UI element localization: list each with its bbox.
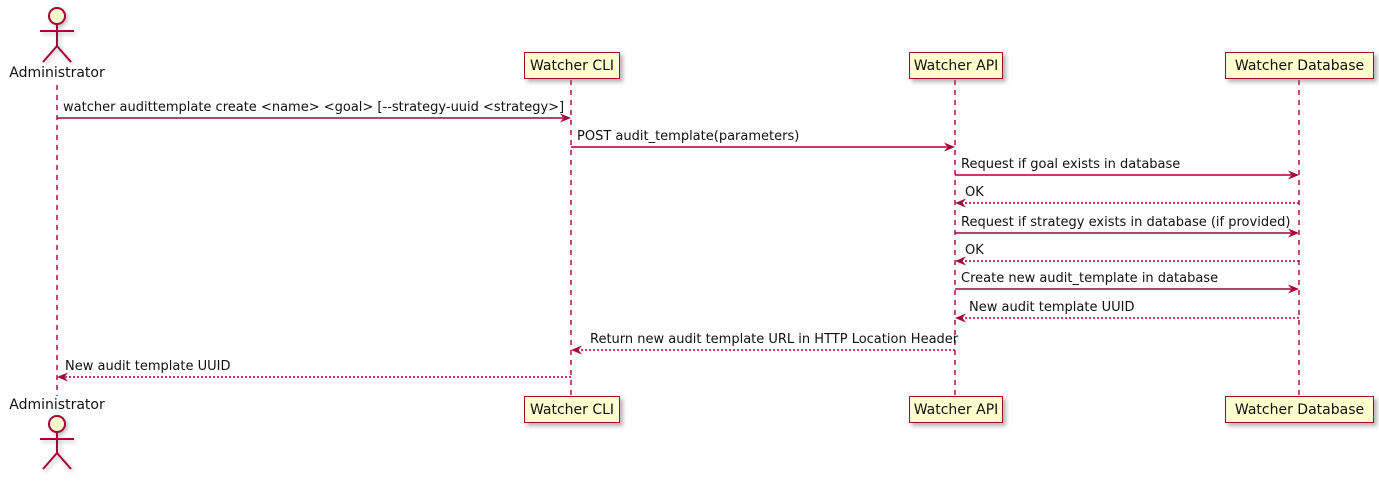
message-1-label: watcher audittemplate create <name> <goa…	[63, 100, 565, 115]
message-5-arrow	[955, 228, 1299, 238]
message-4-label: OK	[965, 185, 984, 200]
participant-watcher-cli-bottom: Watcher CLI	[524, 396, 620, 423]
message-7-arrow	[955, 284, 1299, 294]
actor-label-bottom: Administrator	[9, 397, 105, 413]
message-3-label: Request if goal exists in database	[961, 157, 1181, 172]
actor-label-top: Administrator	[9, 65, 105, 81]
message-7-label: Create new audit_template in database	[961, 271, 1219, 286]
participant-watcher-database-bottom: Watcher Database	[1225, 396, 1374, 423]
message-5-label: Request if strategy exists in database (…	[961, 215, 1291, 230]
message-6-arrow	[955, 256, 1299, 266]
participant-watcher-api-top: Watcher API	[909, 52, 1003, 79]
message-8-label: New audit template UUID	[969, 300, 1135, 315]
message-10-arrow	[57, 372, 571, 382]
participant-watcher-api-bottom: Watcher API	[909, 396, 1003, 423]
lifelines	[56, 80, 1300, 396]
message-9-arrow	[571, 345, 955, 355]
message-2-label: POST audit_template(parameters)	[577, 129, 800, 144]
participant-watcher-cli-top: Watcher CLI	[524, 52, 620, 79]
message-2-arrow	[571, 142, 955, 152]
message-3-arrow	[955, 170, 1299, 180]
message-10-label: New audit template UUID	[65, 359, 231, 374]
message-9-label: Return new audit template URL in HTTP Lo…	[590, 332, 959, 347]
message-8-arrow	[955, 313, 1299, 323]
message-6-label: OK	[965, 243, 984, 258]
actor-icon-top	[40, 7, 74, 63]
message-4-arrow	[955, 198, 1299, 208]
actor-icon-bottom	[40, 415, 74, 470]
message-1-arrow	[57, 113, 571, 123]
participant-watcher-database-top: Watcher Database	[1225, 52, 1374, 79]
